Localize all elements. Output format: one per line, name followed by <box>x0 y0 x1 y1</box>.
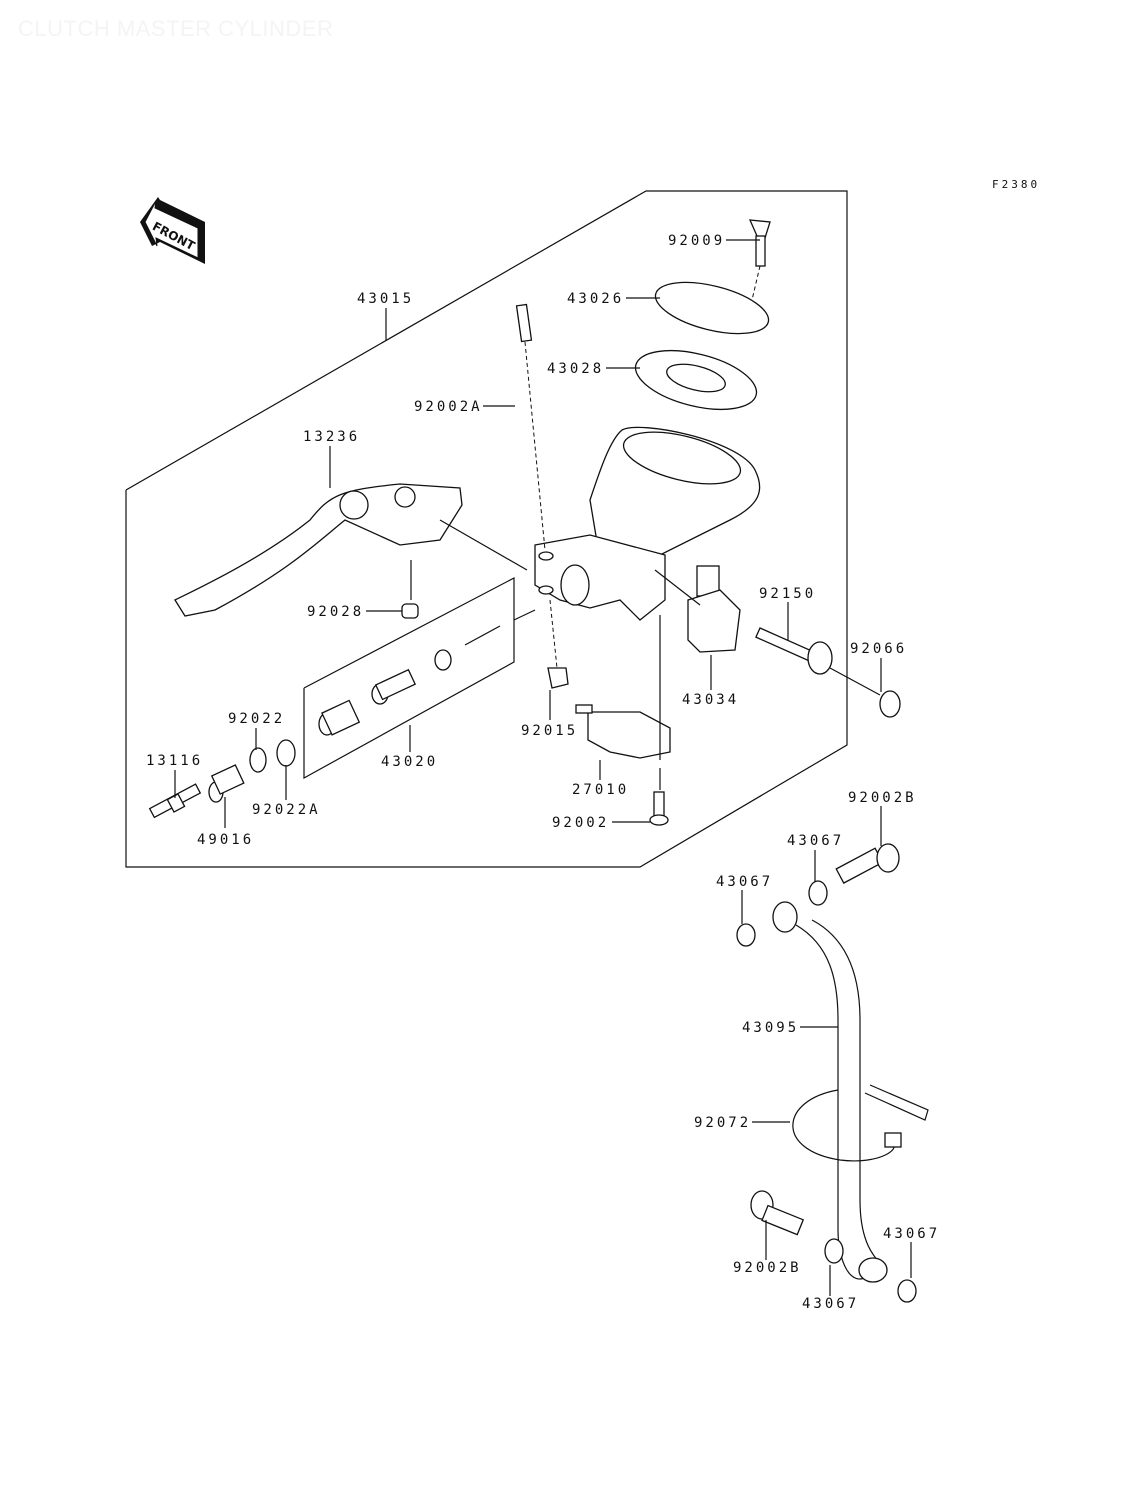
screw-92002 <box>649 791 669 826</box>
bolt-92002A <box>515 303 533 343</box>
part-label-92002: 92002 <box>552 815 609 831</box>
cap-43026 <box>654 281 770 335</box>
part-label-92002A: 92002A <box>414 399 483 415</box>
cap-92066 <box>879 690 901 718</box>
leader-lines <box>174 239 912 1296</box>
boot-49016 <box>208 764 245 803</box>
assembly-43015-outline <box>125 190 848 868</box>
part-label-43034: 43034 <box>682 692 739 708</box>
part-label-43067-c: 43067 <box>883 1226 940 1242</box>
part-label-92009: 92009 <box>668 233 725 249</box>
washer-43067-b <box>736 923 756 947</box>
part-label-49016: 49016 <box>197 832 254 848</box>
part-label-43095: 43095 <box>742 1020 799 1036</box>
master-cylinder-body <box>534 426 761 621</box>
washer-43067-c <box>824 1238 844 1264</box>
piston-kit-43020 <box>318 625 501 736</box>
clamp-43034 <box>687 565 741 653</box>
nut-92015 <box>547 667 569 689</box>
figure-code: F2380 <box>992 178 1041 191</box>
bolt-92150 <box>755 627 833 675</box>
part-label-13236: 13236 <box>303 429 360 445</box>
part-label-27010: 27010 <box>572 782 629 798</box>
front-arrow-icon: FRONT <box>140 197 205 264</box>
part-label-92022: 92022 <box>228 711 285 727</box>
washer-43067-a <box>808 880 828 906</box>
part-label-92150: 92150 <box>759 586 816 602</box>
banjo-bolt-92002B-top <box>835 843 900 884</box>
switch-27010 <box>575 704 671 759</box>
part-label-13116: 13116 <box>146 753 203 769</box>
part-label-43067-b: 43067 <box>716 874 773 890</box>
part-label-43020: 43020 <box>381 754 438 770</box>
washer-92022A <box>276 739 296 767</box>
part-label-92028: 92028 <box>307 604 364 620</box>
diagram-title: CLUTCH MASTER CYLINDER <box>18 16 334 41</box>
kit-43020-outline <box>303 577 515 780</box>
circlip-92022 <box>249 747 267 773</box>
part-label-92022A: 92022A <box>252 802 321 818</box>
banjo-bolt-92002B-bottom <box>750 1190 805 1236</box>
diaphragm-43028 <box>634 350 758 410</box>
part-label-92066: 92066 <box>850 641 907 657</box>
part-label-43026: 43026 <box>567 291 624 307</box>
part-label-92015: 92015 <box>521 723 578 739</box>
part-label-92002B-top: 92002B <box>848 790 917 806</box>
part-label-43015: 43015 <box>357 291 414 307</box>
washer-43067-d <box>897 1279 917 1303</box>
part-label-43067-d: 43067 <box>802 1296 859 1312</box>
part-label-92002B-bottom: 92002B <box>733 1260 802 1276</box>
part-label-43067-a: 43067 <box>787 833 844 849</box>
screw-92009 <box>748 219 771 267</box>
part-label-92072: 92072 <box>694 1115 751 1131</box>
clamp-92072 <box>792 1084 929 1162</box>
lever-13236 <box>174 483 463 617</box>
hose-43095 <box>772 901 888 1283</box>
bushing-92028 <box>401 603 419 619</box>
part-label-43028: 43028 <box>547 361 604 377</box>
pushrod-13116 <box>148 783 202 819</box>
